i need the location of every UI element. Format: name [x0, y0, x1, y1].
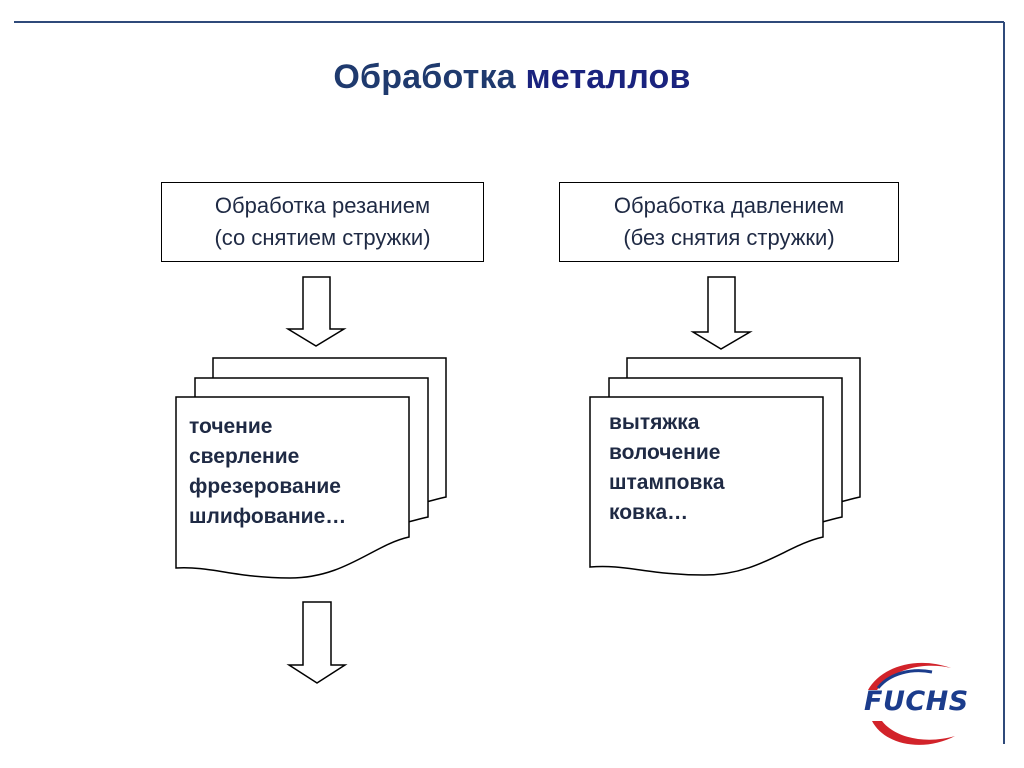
title-part2: металлов [525, 58, 691, 96]
pressure-header-line2: (без снятия стружки) [623, 225, 835, 250]
list-item: штамповка [609, 471, 725, 494]
list-item: сверление [189, 445, 300, 468]
title-part1: Обработка [333, 58, 516, 96]
cutting-header-box: Обработка резанием (со снятием стружки) [161, 182, 484, 262]
fuchs-logo-text: FUCHS [864, 686, 969, 717]
fuchs-logo-mark [868, 662, 955, 745]
list-item: точение [189, 415, 273, 438]
pressure-header-line1: Обработка давлением [613, 193, 845, 218]
right-down-arrow [690, 276, 753, 350]
list-item: волочение [609, 441, 721, 464]
slide-title: Обработка металлов [0, 58, 1024, 97]
left-down-arrow-top [285, 276, 347, 347]
cutting-methods-list: точение сверление фрезерование шлифовани… [189, 412, 346, 532]
right-document-stack [589, 357, 861, 576]
cutting-header-line1: Обработка резанием [214, 193, 431, 218]
list-item: вытяжка [609, 411, 700, 434]
list-item: шлифование… [189, 505, 347, 528]
cutting-header-line2: (со снятием стружки) [214, 225, 431, 250]
pressure-header-box: Обработка давлением (без снятия стружки) [559, 182, 899, 262]
left-down-arrow-bottom [286, 601, 348, 684]
pressure-methods-list: вытяжка волочение штамповка ковка… [609, 408, 725, 528]
left-document-stack [175, 357, 447, 579]
list-item: фрезерование [189, 475, 341, 498]
list-item: ковка… [609, 501, 689, 524]
